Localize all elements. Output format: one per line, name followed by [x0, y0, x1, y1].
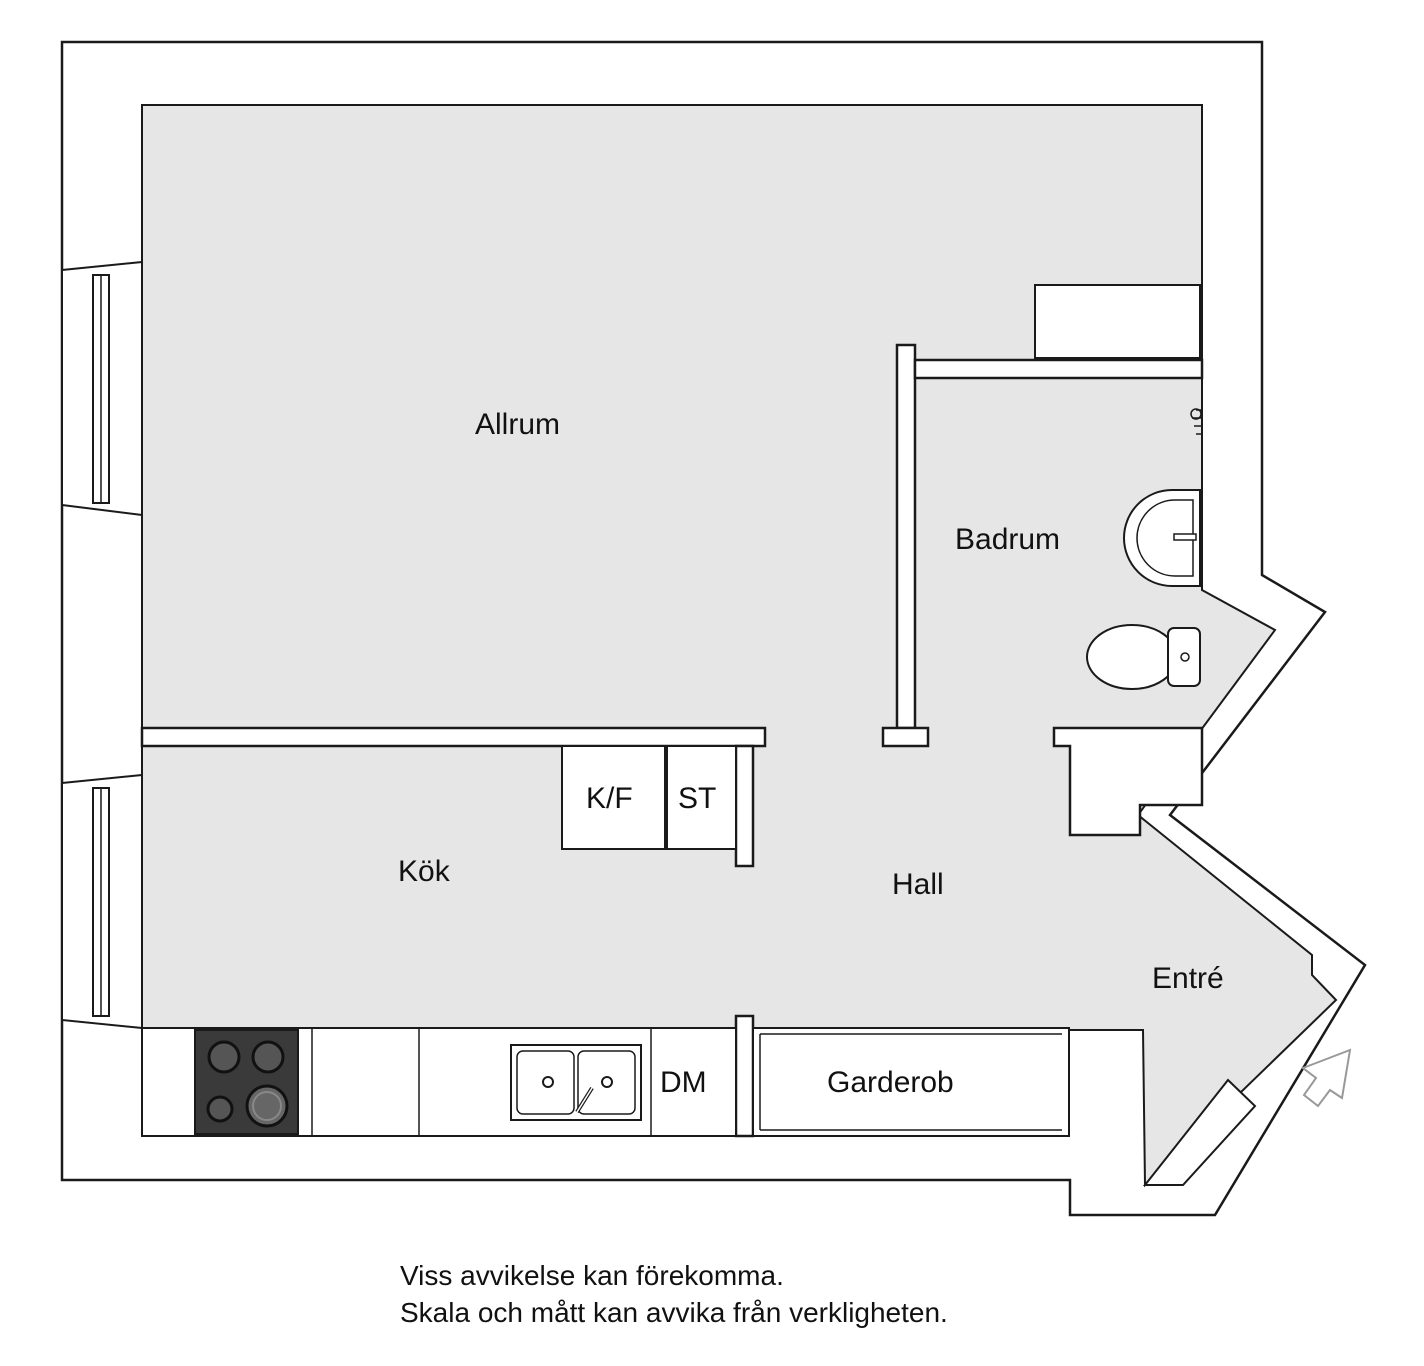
- wall-dm-garderob: [734, 1014, 755, 1138]
- room-label-badrum: Badrum: [955, 523, 1060, 556]
- wall-badrum-south: [1052, 726, 1204, 837]
- wall-allrum-kok: [140, 726, 767, 748]
- fixture-label-st: ST: [678, 782, 716, 815]
- storage-cabinet: [666, 745, 737, 850]
- entrance-arrow-icon: [1300, 1048, 1352, 1108]
- fridge-freezer: [561, 745, 666, 850]
- shower-icon: [1190, 408, 1202, 435]
- wall-kitchen-stub: [734, 744, 755, 868]
- fixture-label-kf: K/F: [586, 782, 633, 815]
- washbasin-icon: [1123, 489, 1201, 587]
- window-allrum: [61, 260, 143, 517]
- fixture-label-dm: DM: [660, 1066, 707, 1099]
- stove-icon: [194, 1029, 299, 1135]
- room-label-hall: Hall: [892, 868, 944, 901]
- kitchen-sink-icon: [510, 1044, 642, 1121]
- toilet-icon: [1086, 624, 1201, 690]
- room-label-entre: Entré: [1152, 962, 1224, 995]
- entrance-door: [1142, 1078, 1257, 1186]
- wardrobe: [752, 1027, 1070, 1137]
- disclaimer-line-1: Viss avvikelse kan förekomma.: [400, 1260, 784, 1291]
- disclaimer-line-2: Skala och mått kan avvika från verklighe…: [400, 1297, 948, 1328]
- wall-badrum-west-end: [881, 726, 930, 748]
- wall-badrum-west: [895, 343, 917, 730]
- fixture-label-garderob: Garderob: [827, 1066, 954, 1099]
- room-label-allrum: Allrum: [475, 408, 560, 441]
- window-kok: [61, 773, 143, 1030]
- allrum-cabinet: [1034, 284, 1201, 359]
- wall-badrum-north: [913, 358, 1204, 380]
- room-label-kok: Kök: [398, 855, 451, 888]
